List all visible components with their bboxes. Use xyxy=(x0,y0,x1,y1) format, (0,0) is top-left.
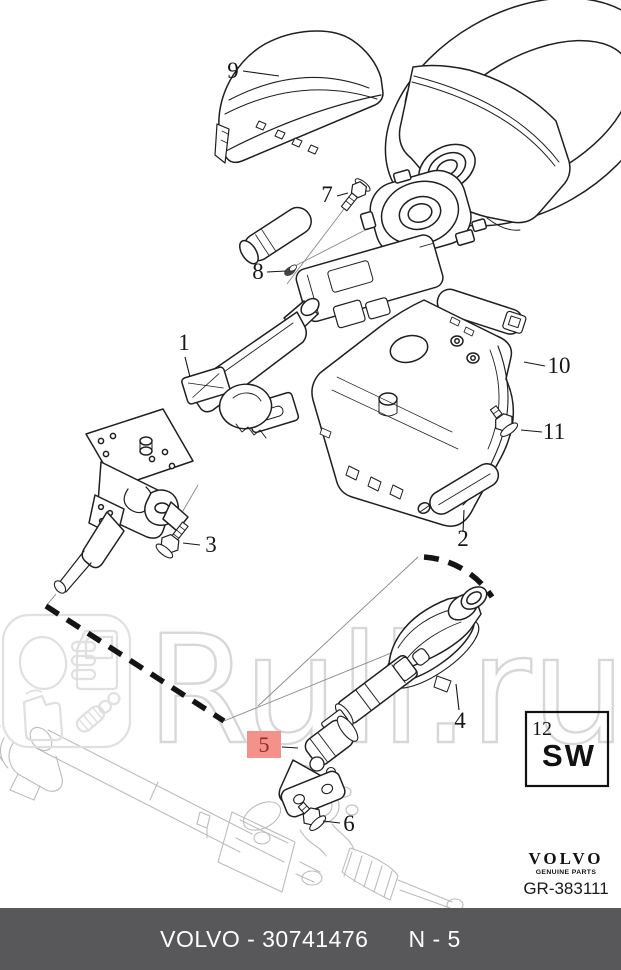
callout-2: 2 xyxy=(457,526,469,551)
dashed-continuation-lines xyxy=(44,554,495,724)
bolt-3 xyxy=(155,521,189,559)
bolt-6 xyxy=(297,801,327,832)
callout-12: 12 xyxy=(532,718,552,740)
callout-5-highlighted[interactable]: 5 xyxy=(247,731,281,758)
steering-column-switch xyxy=(239,206,527,335)
footer: VOLVO - 30741476 N - 5 xyxy=(0,908,621,970)
volvo-logo-text: VOLVO xyxy=(528,849,603,868)
lower-column-cover xyxy=(311,299,515,527)
callout-8: 8 xyxy=(252,259,264,284)
callout-4: 4 xyxy=(454,708,466,733)
callout-7: 7 xyxy=(321,182,333,207)
exploded-parts-drawing: Ruli.ru xyxy=(0,0,621,908)
genuine-parts-tagline: GENUINE PARTS xyxy=(536,869,597,876)
bolt-11 xyxy=(489,405,519,437)
steering-column-assembly xyxy=(53,297,320,594)
sw-code-label: SW xyxy=(542,738,596,773)
callout-6: 6 xyxy=(343,811,355,836)
callout-9: 9 xyxy=(227,58,239,83)
callout-5[interactable]: 5 xyxy=(259,732,270,757)
screw-8 xyxy=(284,264,297,276)
adjustment-lever xyxy=(417,463,500,515)
upper-column-cover xyxy=(214,30,384,164)
steering-rack-faint-drawing xyxy=(0,725,464,908)
bolt-7 xyxy=(340,178,371,212)
footer-page-indicator: N - 5 xyxy=(408,925,461,952)
footer-part-number: VOLVO - 30741476 xyxy=(160,925,369,952)
callout-1: 1 xyxy=(178,330,190,355)
alignment-lines xyxy=(45,169,504,807)
sw-box: 12 SW xyxy=(524,710,610,788)
brand-block: VOLVO GENUINE PARTS GR-383111 xyxy=(523,849,608,898)
callout-10: 10 xyxy=(548,353,571,378)
ruli-logo-watermark xyxy=(1,613,132,749)
contact-reel xyxy=(359,169,488,262)
callout-leader-lines xyxy=(182,70,546,824)
callout-11: 11 xyxy=(543,419,565,444)
callout-3: 3 xyxy=(205,532,217,557)
part-5-highlight[interactable] xyxy=(247,731,281,758)
drawing-number: GR-383111 xyxy=(523,879,608,898)
